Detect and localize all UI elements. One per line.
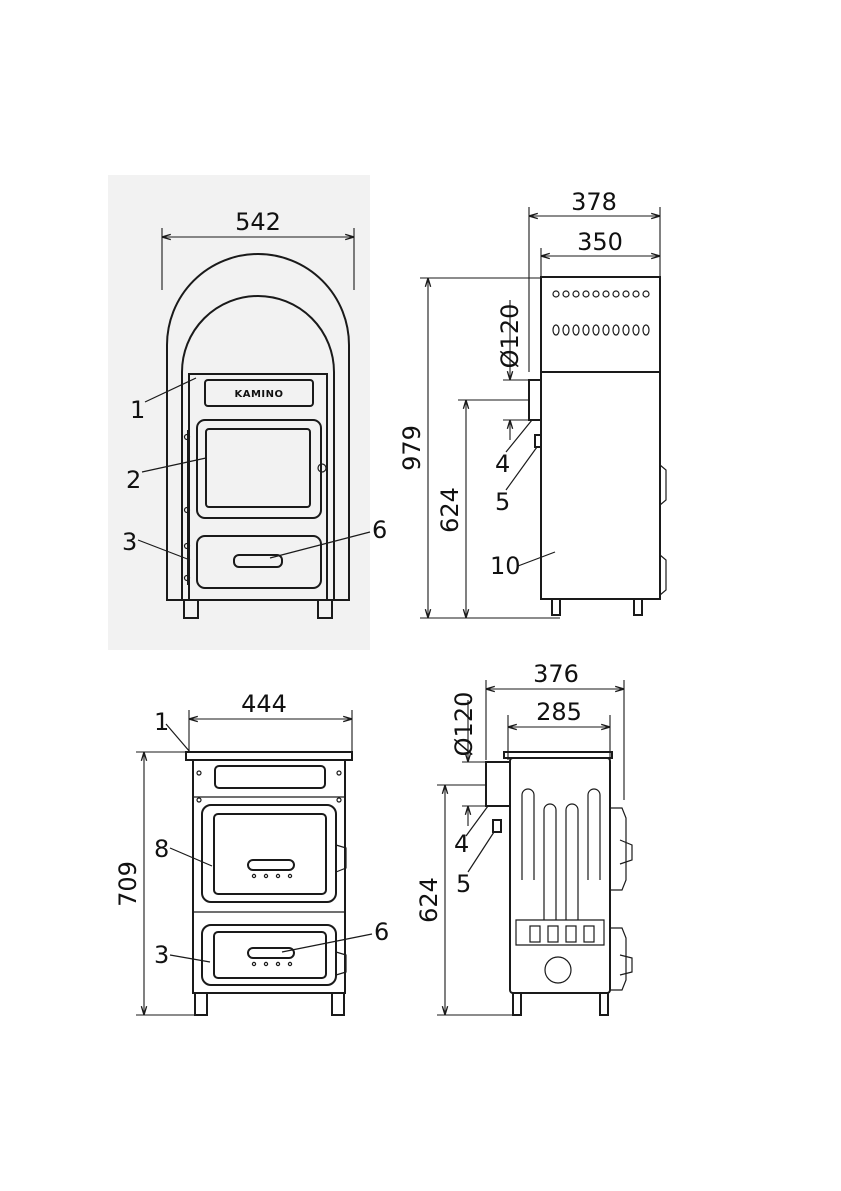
depth-dimension-378: 378 bbox=[571, 188, 617, 216]
depth-dimension-350: 350 bbox=[577, 228, 623, 256]
flue-diameter-120b: Ø120 bbox=[450, 692, 478, 757]
callout-6: 6 bbox=[372, 516, 387, 544]
side-view-with-cladding: 378 350 979 624 Ø120 bbox=[398, 188, 666, 618]
callout-4: 4 bbox=[495, 450, 510, 478]
callout-8: 8 bbox=[154, 835, 169, 863]
flue-height-dimension-624: 624 bbox=[436, 487, 464, 533]
width-dimension-444: 444 bbox=[241, 690, 287, 718]
depth-dimension-376: 376 bbox=[533, 660, 579, 688]
front-view-without-cladding: 444 709 1 8 3 bbox=[114, 690, 389, 1015]
flue-height-dimension-624b: 624 bbox=[415, 877, 443, 923]
height-dimension-709: 709 bbox=[114, 861, 142, 907]
callout-3: 3 bbox=[122, 528, 137, 556]
callout-1b: 1 bbox=[154, 708, 169, 736]
callout-3b: 3 bbox=[154, 941, 169, 969]
width-dimension-542: 542 bbox=[235, 208, 281, 236]
height-dimension-979: 979 bbox=[398, 425, 426, 471]
flue-diameter-120: Ø120 bbox=[496, 304, 524, 369]
depth-dimension-285: 285 bbox=[536, 698, 582, 726]
callout-6b: 6 bbox=[374, 918, 389, 946]
vent-holes bbox=[553, 291, 649, 335]
callout-5b: 5 bbox=[456, 870, 471, 898]
callout-1: 1 bbox=[130, 396, 145, 424]
cooling-ribs bbox=[516, 789, 604, 983]
callout-5: 5 bbox=[495, 488, 510, 516]
callout-2: 2 bbox=[126, 466, 141, 494]
side-view-without-cladding: 376 285 bbox=[415, 660, 632, 1015]
front-view-with-cladding: 542 KAMINO 1 2 3 6 bbox=[108, 175, 387, 650]
callout-10: 10 bbox=[490, 552, 521, 580]
brand-logo: KAMINO bbox=[234, 389, 283, 400]
